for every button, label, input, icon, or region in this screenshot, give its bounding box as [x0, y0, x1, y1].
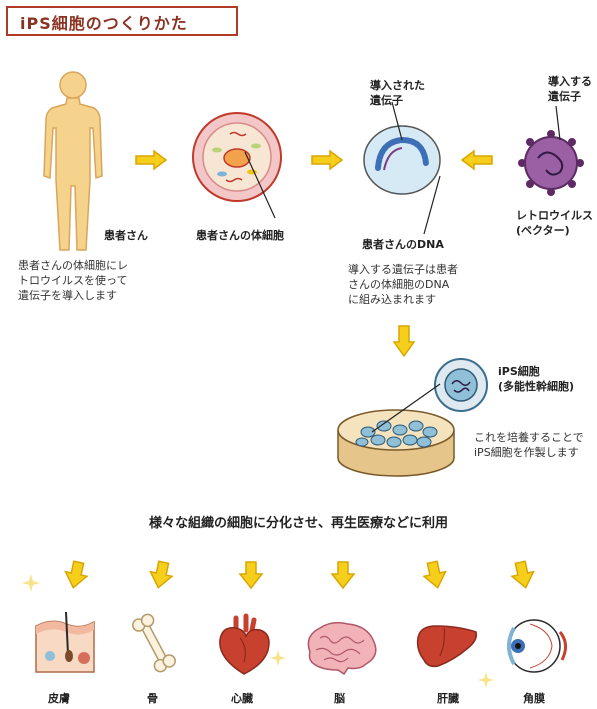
tissue-label-heart: 心臓 — [231, 690, 253, 706]
tissue-label-cornea: 角膜 — [523, 690, 545, 706]
arrow-down-icon — [392, 324, 416, 358]
gene-to-inject-label: 導入する 遺伝子 — [548, 74, 592, 104]
tissue-label-liver: 肝臓 — [437, 690, 459, 706]
arrow-down-icon — [422, 560, 448, 590]
description-step1: 患者さんの体細胞にレ トロウイルスを使って 遺伝子を導入します — [18, 258, 128, 303]
pointer-line — [550, 104, 570, 144]
bone-icon — [128, 610, 180, 676]
eye-icon — [500, 614, 572, 676]
brain-icon — [302, 618, 380, 676]
arrow-down-icon — [510, 560, 536, 590]
arrow-right-icon — [310, 150, 344, 170]
page-title: iPS細胞のつくりかた — [20, 10, 188, 34]
arrow-down-icon — [63, 560, 89, 590]
human-figure-icon — [38, 68, 108, 254]
arrow-down-icon — [238, 560, 264, 590]
pointer-line — [240, 150, 280, 220]
tissue-label-brain: 脳 — [334, 690, 345, 706]
tissue-label-bone: 骨 — [147, 690, 158, 706]
differentiation-heading: 様々な組織の細胞に分化させ、再生医療などに利用 — [0, 512, 597, 531]
arrow-down-icon — [330, 560, 356, 590]
description-step2: 導入する遺伝子は患者 さんの体細胞のDNA に組み込まれます — [348, 262, 458, 307]
skin-icon — [32, 610, 98, 676]
ips-description: これを培養することで iPS細胞を作製します — [474, 430, 584, 460]
liver-icon — [414, 622, 480, 672]
heart-icon — [214, 612, 274, 676]
pointer-line — [388, 100, 448, 240]
ips-label: iPS細胞 (多能性幹細胞) — [498, 364, 574, 394]
arrow-down-icon — [148, 560, 174, 590]
arrow-right-icon — [134, 150, 168, 170]
sparkle-icon — [478, 672, 494, 688]
pointer-line — [366, 380, 446, 440]
tissue-label-skin: 皮膚 — [48, 690, 70, 706]
cell-label: 患者さんの体細胞 — [196, 227, 284, 243]
sparkle-icon — [22, 574, 40, 592]
arrow-left-icon — [460, 150, 494, 170]
retrovirus-label: レトロウイルス (ベクター) — [516, 208, 593, 238]
dna-label: 患者さんのDNA — [362, 236, 444, 252]
patient-label: 患者さん — [104, 227, 148, 243]
injected-gene-label: 導入された 遺伝子 — [370, 78, 425, 108]
